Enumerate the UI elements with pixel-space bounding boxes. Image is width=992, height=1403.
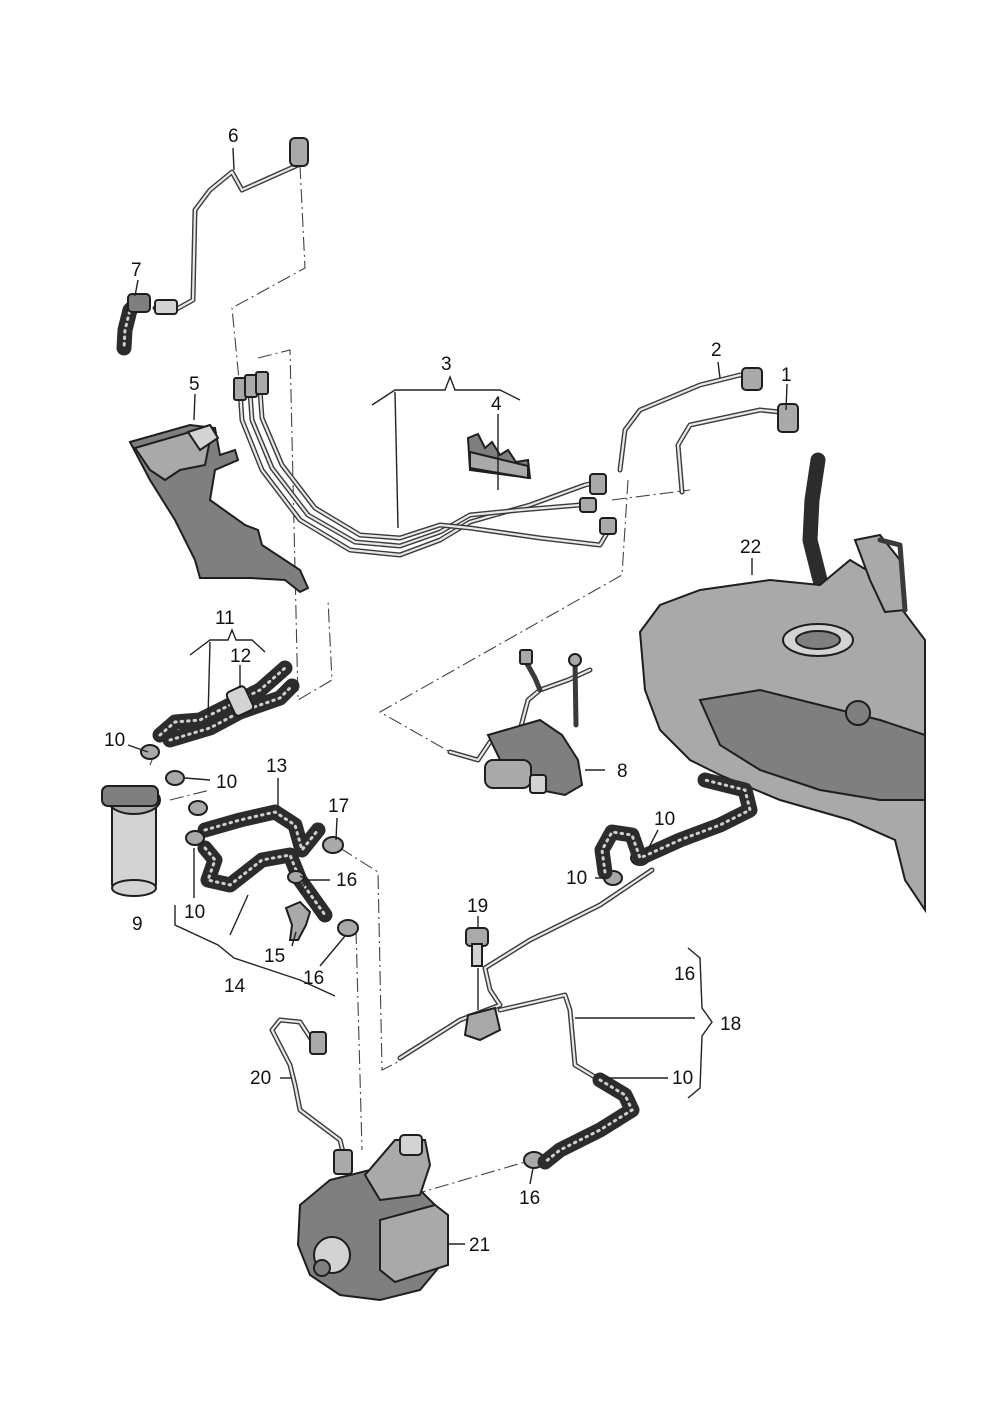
callout-labels: 1 2 3 4 5 6 7 8 9 10 10 10 10 10 10 10 1… — [104, 126, 792, 1256]
callout-19: 19 — [467, 896, 488, 917]
fuel-tank-icon — [638, 452, 926, 914]
callout-16-d: 16 — [519, 1188, 540, 1209]
guard-plate-icon — [128, 423, 310, 594]
auxiliary-pump-icon — [447, 649, 593, 797]
bolt-icon — [465, 927, 489, 967]
hose-assembly-icon — [152, 660, 300, 748]
fuel-line-bundle-icon — [233, 371, 617, 558]
assembly-guide-lines — [149, 164, 691, 1196]
callout-16-b: 16 — [303, 968, 324, 989]
callout-10-a: 10 — [104, 730, 125, 751]
callout-12: 12 — [230, 646, 251, 667]
fuel-hose-icon — [197, 804, 326, 858]
fuel-filter-icon — [101, 785, 161, 897]
clip-icon — [287, 836, 545, 1169]
callout-9: 9 — [132, 914, 143, 935]
callout-22: 22 — [740, 537, 761, 558]
callout-13: 13 — [266, 756, 287, 777]
callout-10-f: 10 — [672, 1068, 693, 1089]
callout-3: 3 — [441, 354, 452, 375]
callout-2: 2 — [711, 340, 722, 361]
callout-4: 4 — [491, 394, 502, 415]
callout-20: 20 — [250, 1068, 271, 1089]
callout-10-e: 10 — [566, 868, 587, 889]
high-pressure-pump-icon — [296, 1134, 449, 1302]
leader-lines — [127, 147, 788, 1245]
hose-connector-icon — [116, 293, 151, 356]
callout-21: 21 — [469, 1235, 490, 1256]
callout-7: 7 — [131, 260, 142, 281]
callout-6: 6 — [228, 126, 239, 147]
fuel-line-assembly-icon — [397, 772, 758, 1170]
callout-15: 15 — [264, 946, 285, 967]
callout-16-a: 16 — [336, 870, 357, 891]
connector-icon — [284, 900, 312, 941]
callout-8: 8 — [617, 761, 628, 782]
return-line-icon — [152, 137, 309, 315]
callout-5: 5 — [189, 374, 200, 395]
fuel-line-icon — [617, 367, 763, 473]
callout-10-c: 10 — [184, 902, 205, 923]
callout-18: 18 — [720, 1014, 741, 1035]
callout-14: 14 — [224, 976, 246, 997]
callout-17: 17 — [328, 796, 349, 817]
high-pressure-line-icon — [269, 1017, 353, 1175]
callout-11: 11 — [215, 608, 235, 629]
callout-1: 1 — [781, 365, 792, 386]
line-holder-clip-icon — [466, 432, 532, 480]
callout-16-c: 16 — [674, 964, 695, 985]
callout-10-d: 10 — [654, 809, 675, 830]
fuel-line-connector-icon — [675, 403, 799, 495]
callout-10-b: 10 — [216, 772, 237, 793]
